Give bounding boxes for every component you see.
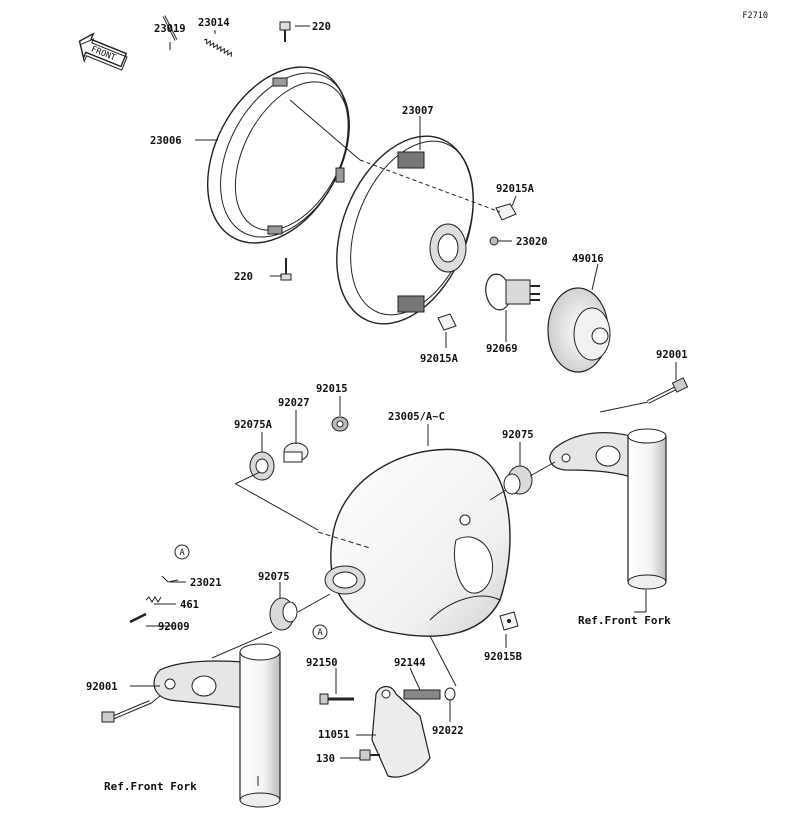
bolt-92150: [319, 693, 354, 705]
figure-code: F2710: [742, 11, 768, 21]
grommet-92075-right: [503, 465, 533, 495]
label-220-top: 220: [312, 21, 331, 33]
svg-text:A: A: [317, 628, 322, 638]
left-front-fork-tube: [239, 643, 281, 808]
label-ref-front-fork-left: Ref.Front Fork: [104, 780, 197, 793]
label-92075-left: 92075: [258, 571, 290, 583]
svg-text:A: A: [179, 548, 184, 558]
label-92022: 92022: [432, 725, 464, 737]
label-49016: 49016: [572, 253, 604, 265]
nut-92015: [331, 416, 349, 432]
collar-92027: [283, 442, 309, 463]
label-ref-front-fork-right: Ref.Front Fork: [578, 614, 671, 627]
label-92075A: 92075A: [234, 419, 273, 431]
label-92015A-bottom: 92015A: [420, 353, 459, 365]
label-23019: 23019: [154, 23, 186, 35]
label-130: 130: [316, 753, 335, 765]
label-11051: 11051: [318, 729, 350, 741]
screw-92009: [129, 612, 147, 624]
top-leader-lines: [169, 25, 599, 348]
label-92144: 92144: [394, 657, 426, 669]
nut-92015B: [499, 611, 519, 631]
nut-92015A-bottom: [437, 313, 457, 331]
bolt-92001-right: [647, 377, 689, 404]
grommet-92075A: [249, 451, 275, 481]
screw-130: [359, 749, 380, 761]
spring-461: [145, 596, 162, 603]
label-23020: 23020: [516, 236, 548, 248]
label-92150: 92150: [306, 657, 338, 669]
screw-23020: [489, 236, 499, 246]
clip-23021: [161, 575, 179, 583]
bolt-92001-left: [101, 700, 151, 723]
label-92027: 92027: [278, 397, 310, 409]
label-92015A-top: 92015A: [496, 183, 535, 195]
washer-92022: [444, 687, 456, 701]
label-92001-right: 92001: [656, 349, 688, 361]
part-labels: 23019 23014 220 23006 220 23007 92015A 2…: [86, 17, 688, 793]
rubber-boot-49016: [547, 287, 611, 373]
label-92009: 92009: [158, 621, 190, 633]
label-92069: 92069: [486, 343, 518, 355]
label-23006: 23006: [150, 135, 182, 147]
left-fork-bracket: [153, 660, 246, 709]
marker-a-lower: A: [312, 624, 328, 640]
middle-leader-lines: [130, 362, 677, 786]
label-92015: 92015: [316, 383, 348, 395]
headlight-shell-23005: [317, 448, 511, 637]
label-461: 461: [180, 599, 199, 611]
label-92001-left: 92001: [86, 681, 118, 693]
label-23014: 23014: [198, 17, 230, 29]
bulb-92069: [485, 273, 540, 311]
nut-92015A-top: [495, 203, 517, 221]
headlight-rim-23006: [206, 66, 350, 244]
pin-23019: [162, 15, 178, 41]
right-front-fork-tube: [627, 428, 667, 590]
label-92075-right: 92075: [502, 429, 534, 441]
front-direction-tag: FRONT: [78, 32, 128, 71]
reflector-unit-23007: [336, 135, 474, 325]
screw-220-bottom: [280, 258, 292, 281]
label-92015B: 92015B: [484, 651, 522, 663]
spring-92144: [403, 689, 441, 700]
label-220-bottom: 220: [234, 271, 253, 283]
right-fork-bracket: [549, 432, 641, 481]
label-23005: 23005/A~C: [388, 411, 445, 423]
screw-220-top: [279, 21, 291, 42]
label-23021: 23021: [190, 577, 222, 589]
marker-a-upper: A: [174, 544, 190, 560]
grommet-92075-left: [269, 597, 298, 631]
bracket-11051: [371, 685, 431, 778]
label-23007: 23007: [402, 105, 434, 117]
spring-23014: [203, 38, 232, 57]
